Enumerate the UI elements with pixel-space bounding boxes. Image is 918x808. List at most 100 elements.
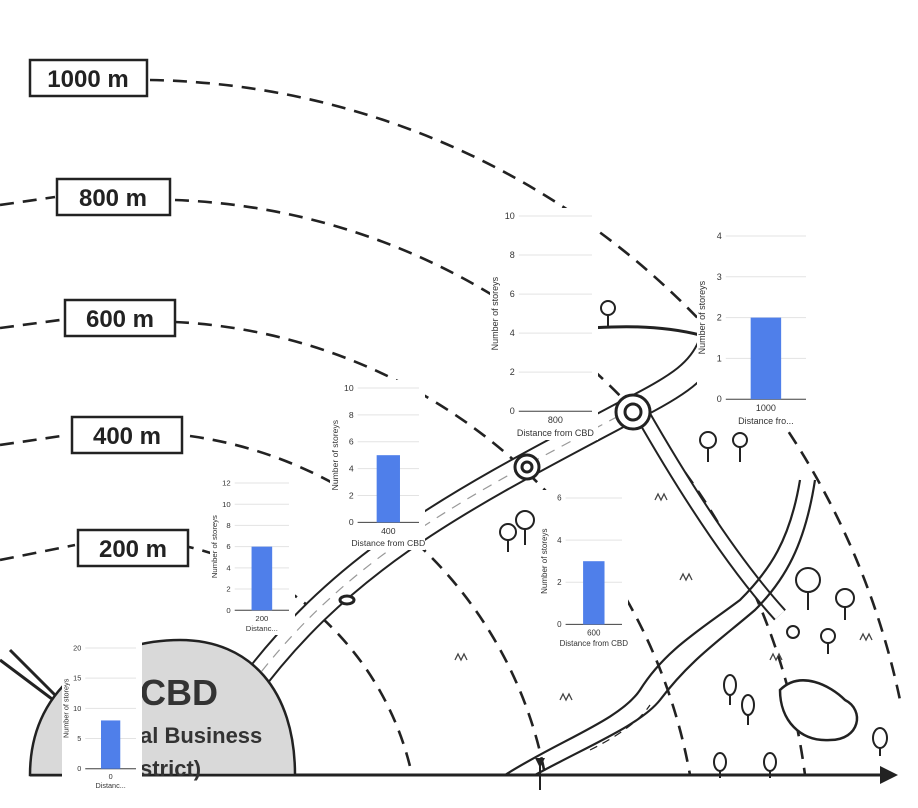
- y-tick-label: 10: [505, 211, 515, 221]
- trees: [499, 300, 888, 778]
- tree-icon: [600, 300, 616, 328]
- tree-icon: [820, 628, 836, 654]
- y-tick-label: 0: [226, 606, 230, 615]
- distance-label-text: 400 m: [93, 423, 161, 450]
- y-tick-label: 12: [222, 479, 231, 488]
- x-axis-label: Distance from CBD: [560, 639, 628, 648]
- ring-600-left: [0, 318, 61, 330]
- y-axis-label: Number of storeys: [490, 276, 500, 350]
- y-tick-label: 5: [77, 734, 81, 743]
- y-tick-label: 2: [717, 313, 722, 323]
- y-tick-label: 10: [344, 383, 354, 393]
- y-tick-label: 6: [349, 437, 354, 447]
- y-tick-label: 6: [226, 542, 230, 551]
- distance-label-text: 1000 m: [47, 66, 128, 93]
- y-tick-label: 4: [717, 231, 722, 241]
- tree-icon: [515, 510, 535, 545]
- y-axis-label: Number of storeys: [62, 678, 71, 738]
- y-tick-label: 2: [226, 585, 230, 594]
- river: [504, 479, 817, 776]
- y-tick-label: 4: [349, 463, 354, 473]
- x-tick-label: 200: [255, 614, 268, 623]
- tree-icon: [732, 432, 748, 462]
- y-axis-label: Number of storeys: [540, 529, 549, 594]
- x-tick-label: 400: [381, 526, 396, 536]
- distance-label-800: 800 m: [55, 177, 172, 217]
- tree-icon: [763, 752, 777, 778]
- y-tick-label: 20: [73, 643, 81, 652]
- tree-icon: [699, 431, 717, 462]
- cbd-title: CBD: [140, 672, 218, 713]
- cbd-line3: strict): [140, 756, 201, 781]
- x-axis-label: Distance from CBD: [351, 538, 425, 548]
- ring-400-left: [0, 433, 69, 447]
- x-axis-label: Distance from CBD: [517, 428, 595, 438]
- y-tick-label: 8: [349, 410, 354, 420]
- bar: [583, 561, 605, 625]
- y-tick-label: 4: [557, 536, 562, 545]
- y-tick-label: 0: [717, 394, 722, 404]
- x-axis-label: Distanc...: [246, 624, 278, 633]
- y-tick-label: 2: [510, 367, 515, 377]
- x-axis-label: Distanc...: [95, 781, 125, 790]
- cbd-line2: al Business: [140, 723, 262, 748]
- tree-icon: [795, 567, 821, 610]
- y-tick-label: 8: [226, 521, 230, 530]
- roundabouts: [338, 393, 652, 606]
- y-tick-label: 15: [73, 674, 81, 683]
- y-axis-label: Number of storeys: [697, 280, 707, 354]
- bar: [100, 720, 121, 769]
- x-tick-label: 0: [109, 772, 113, 781]
- x-tick-label: 800: [548, 415, 563, 425]
- tree-icon: [741, 694, 755, 725]
- tree-icon: [872, 727, 888, 756]
- tree-icon: [723, 674, 737, 705]
- x-tick-label: 1000: [756, 403, 776, 413]
- y-tick-label: 0: [510, 406, 515, 416]
- y-tick-label: 6: [510, 289, 515, 299]
- distance-label-text: 800 m: [79, 185, 147, 212]
- y-axis-label: Number of storeys: [330, 420, 340, 490]
- y-tick-label: 0: [557, 620, 562, 629]
- distance-label-600: 600 m: [63, 298, 177, 338]
- y-tick-label: 10: [73, 704, 81, 713]
- y-tick-label: 4: [510, 328, 515, 338]
- left-road: [0, 658, 61, 707]
- y-tick-label: 3: [717, 272, 722, 282]
- distance-label-text: 600 m: [86, 306, 154, 333]
- y-tick-label: 8: [510, 250, 515, 260]
- tree-icon: [835, 588, 855, 620]
- distance-label-400: 400 m: [70, 415, 184, 455]
- bar: [376, 455, 400, 523]
- ring-600: [174, 320, 692, 776]
- distance-label-1000: 1000 m: [28, 58, 149, 98]
- y-tick-label: 1: [717, 353, 722, 363]
- bar: [750, 317, 782, 400]
- y-axis-label: Number of storeys: [210, 515, 219, 578]
- ring-800-left: [0, 195, 56, 207]
- x-tick-label: 600: [587, 628, 601, 637]
- y-tick-label: 4: [226, 563, 231, 572]
- y-tick-label: 0: [349, 517, 354, 527]
- y-tick-label: 2: [557, 578, 562, 587]
- bar: [251, 546, 273, 611]
- tree-icon: [786, 625, 800, 639]
- y-tick-label: 2: [349, 490, 354, 500]
- tree-icon: [713, 752, 727, 778]
- lake: [778, 679, 859, 742]
- y-tick-label: 0: [77, 764, 81, 773]
- tree-icon: [499, 523, 517, 552]
